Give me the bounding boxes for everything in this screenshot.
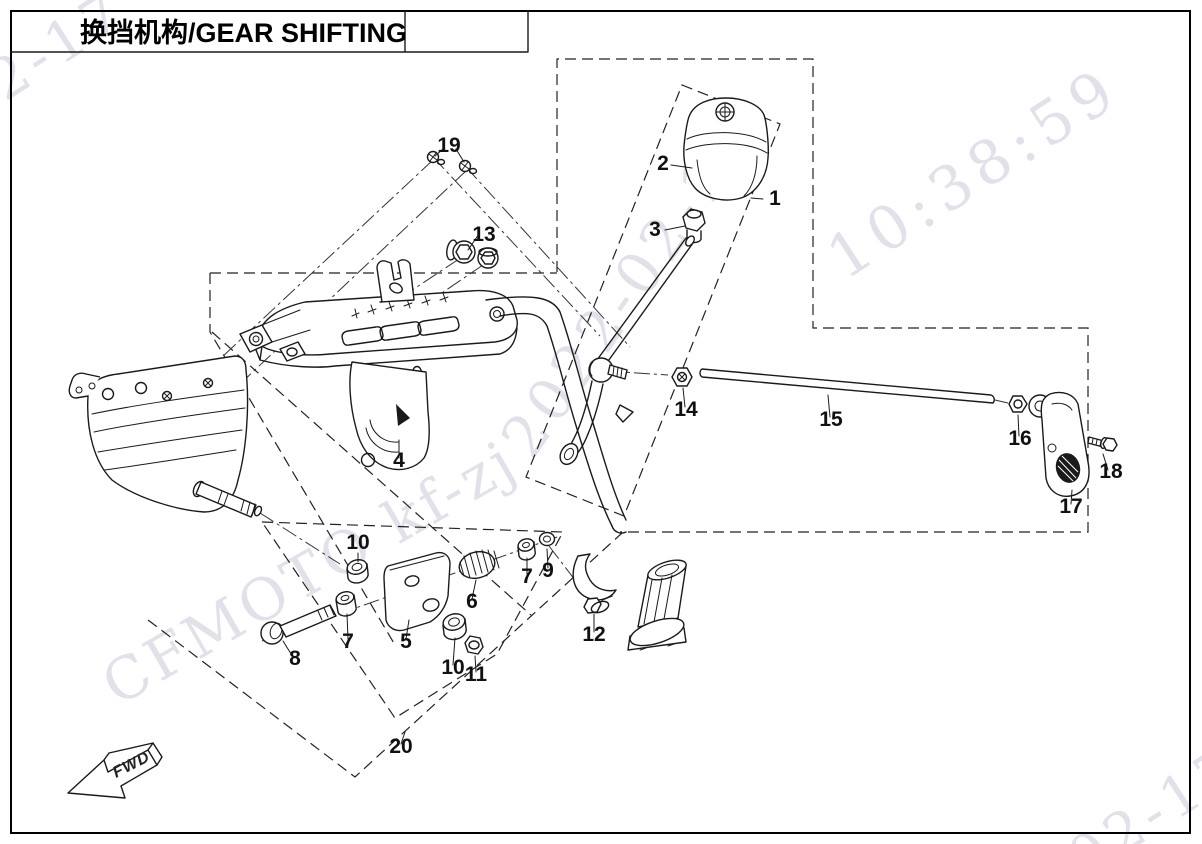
part-label-12: 12: [582, 623, 605, 646]
part-label-15: 15: [819, 408, 843, 431]
part-label-11: 11: [465, 663, 488, 686]
part-bushing-10b: [442, 613, 467, 641]
part-bolt-18: [1087, 436, 1118, 452]
sweeping-arm: [485, 296, 627, 534]
part-label-8: 8: [289, 647, 301, 670]
part-rod-15: [699, 368, 995, 404]
part-knob-nut-3: [682, 208, 706, 244]
part-label-7: 7: [342, 630, 354, 653]
watermark-date-corner: 2022-02-17: [897, 733, 1202, 844]
part-boot: [627, 559, 687, 651]
group-box-20: [147, 532, 623, 778]
group-box-pivot-parts: [260, 521, 564, 719]
fwd-arrow: FWD: [67, 742, 163, 799]
part-screws-19: [426, 150, 478, 175]
page-title: 换挡机构/GEAR SHIFTING: [80, 18, 407, 48]
part-spacer-7a: [335, 591, 357, 617]
part-bolt-8: [260, 604, 337, 645]
part-locknut-11: [464, 635, 484, 655]
part-label-19: 19: [437, 134, 460, 157]
part-pin: [192, 480, 263, 518]
part-label-17: 17: [1059, 495, 1082, 518]
page-border: 换挡机构/GEAR SHIFTING: [10, 10, 1191, 834]
group-box-diagonal-steep: [209, 273, 396, 646]
part-label-3: 3: [649, 218, 661, 241]
part-bracket-5: [383, 551, 451, 632]
part-label-9: 9: [542, 559, 554, 582]
panel-hole: [101, 387, 115, 401]
panel-screw-icon: [161, 377, 214, 402]
part-gate-plate-assembly: [239, 259, 627, 534]
part-label-10: 10: [441, 656, 464, 679]
part-bolts-13: [446, 239, 499, 269]
part-spacer-7b: [517, 538, 536, 561]
part-label-14: 14: [674, 398, 698, 421]
shift-pattern-marks: [351, 292, 449, 319]
part-nut-14: [671, 367, 693, 387]
part-label-1: 1: [769, 187, 781, 210]
group-box-stepped: [556, 58, 1089, 533]
lower-bracket-4: [349, 361, 430, 471]
panel-hole: [134, 381, 148, 395]
part-hook: [572, 553, 617, 601]
part-label-5: 5: [400, 630, 412, 653]
fwd-arrow-face: [67, 749, 158, 799]
part-label-4: 4: [393, 449, 405, 472]
part-bolt-12: [583, 595, 613, 614]
part-arm-17: [1028, 391, 1090, 497]
part-label-6: 6: [466, 590, 478, 613]
part-label-10: 10: [346, 531, 369, 554]
part-label-18: 18: [1099, 460, 1123, 483]
group-box-diagonal-shallow: [211, 331, 532, 616]
gate-slot: [417, 316, 460, 336]
title-block-frame: [10, 10, 529, 53]
part-shift-lever-1: [559, 235, 695, 466]
part-spring-6: [458, 549, 500, 580]
part-nut-16: [1008, 395, 1028, 413]
part-shift-knob-2: [683, 97, 769, 201]
part-bushing-10a: [346, 559, 369, 584]
outer-border: [10, 10, 1191, 834]
fork-bracket: [376, 259, 415, 303]
left-wing-pads: [239, 309, 311, 362]
part-washer-9: [538, 531, 556, 547]
part-label-16: 16: [1008, 427, 1031, 450]
part-left-panel: [68, 355, 263, 518]
watermark-time: 10:38:59: [815, 53, 1133, 293]
part-label-20: 20: [389, 735, 412, 758]
part-label-13: 13: [472, 223, 495, 246]
leader-lines: [282, 148, 1109, 745]
part-label-7: 7: [521, 565, 533, 588]
part-label-2: 2: [657, 152, 669, 175]
